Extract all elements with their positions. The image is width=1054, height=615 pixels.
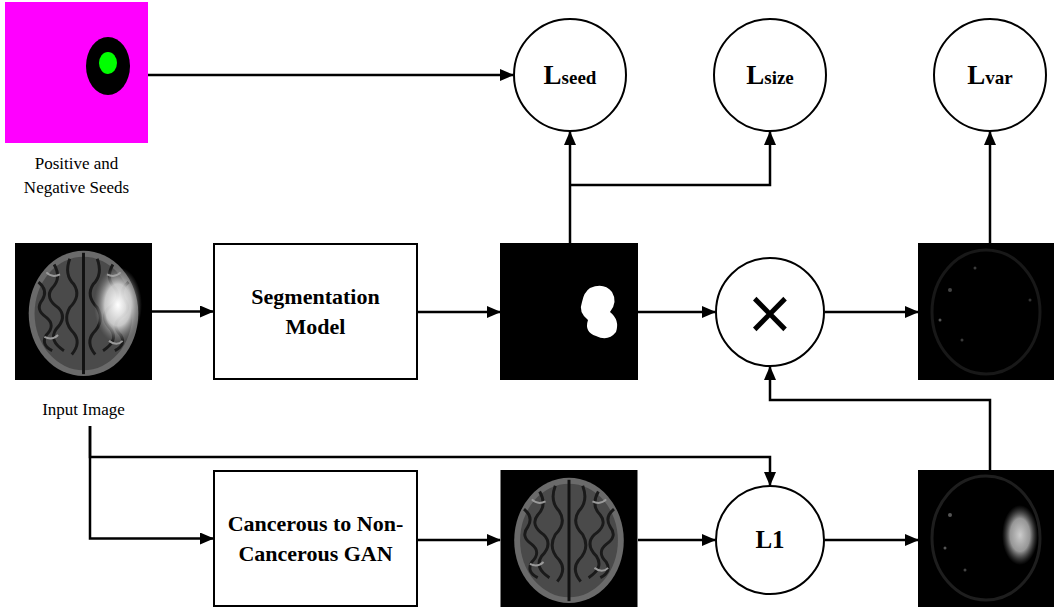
image-caption-node: Positive and Negative Seeds <box>5 2 148 200</box>
drawing-part <box>99 52 117 74</box>
drawing-part <box>5 2 148 143</box>
drawing-part <box>825 311 918 314</box>
drawing-part <box>948 288 952 292</box>
drawing-part <box>939 319 942 322</box>
drawing-part <box>501 470 638 607</box>
connector-arrow <box>90 426 213 539</box>
node-label: Segmentation Model <box>215 276 416 347</box>
node-label: Cancerous to Non-Cancerous GAN <box>215 503 416 574</box>
process-box: Cancerous to Non-Cancerous GAN <box>213 470 418 607</box>
connector-arrow <box>152 310 213 313</box>
image-caption: Positive and Negative Seeds <box>11 152 143 200</box>
flow-arrows <box>410 132 990 540</box>
drawing-part <box>932 476 1040 600</box>
loss-circle: Lsize <box>713 18 827 132</box>
drawing-part <box>94 267 142 343</box>
drawing-part <box>581 286 617 339</box>
image-caption: Input Image <box>15 398 152 422</box>
drawing-part <box>410 539 500 542</box>
node-label: L1 <box>755 526 784 554</box>
drawing-part <box>825 539 918 542</box>
drawing-part <box>15 243 152 380</box>
drawing-part <box>638 311 715 314</box>
drawing-part <box>944 547 947 550</box>
input-mri <box>15 243 152 380</box>
drawing-part <box>961 339 964 342</box>
drawing-part <box>770 367 990 470</box>
loss-circle: L1 <box>715 485 825 595</box>
node-label: × <box>745 282 795 342</box>
masked-difference <box>918 243 1054 380</box>
drawing-part <box>570 132 770 185</box>
seed-image <box>5 2 148 143</box>
drawing-part <box>500 243 638 380</box>
drawing-part <box>569 132 572 243</box>
segmentation-mask <box>500 243 638 380</box>
drawing-part <box>638 539 715 542</box>
process-box: Segmentation Model <box>213 243 418 380</box>
node-label: Lsize <box>746 60 794 91</box>
connector-arrow <box>90 426 770 485</box>
drawing-part <box>86 37 130 95</box>
drawing-part <box>1002 505 1038 565</box>
drawing-part <box>964 569 967 572</box>
node-label: Lseed <box>544 60 597 91</box>
difference-map <box>918 470 1054 607</box>
image-caption-node: Input Image <box>15 243 152 422</box>
drawing-part <box>1029 299 1032 302</box>
gan-output-mri <box>501 470 638 607</box>
loss-circle: Lvar <box>933 18 1047 132</box>
drawing-part <box>974 267 977 270</box>
drawing-part <box>410 311 500 314</box>
drawing-part <box>948 513 952 517</box>
drawing-part <box>989 132 992 243</box>
drawing-part <box>918 470 1054 607</box>
operator-circle: × <box>715 257 825 367</box>
connector-arrow <box>148 74 513 77</box>
drawing-part <box>932 250 1040 374</box>
drawing-part <box>918 243 1054 380</box>
loss-circle: Lseed <box>513 18 627 132</box>
node-label: Lvar <box>967 60 1012 91</box>
